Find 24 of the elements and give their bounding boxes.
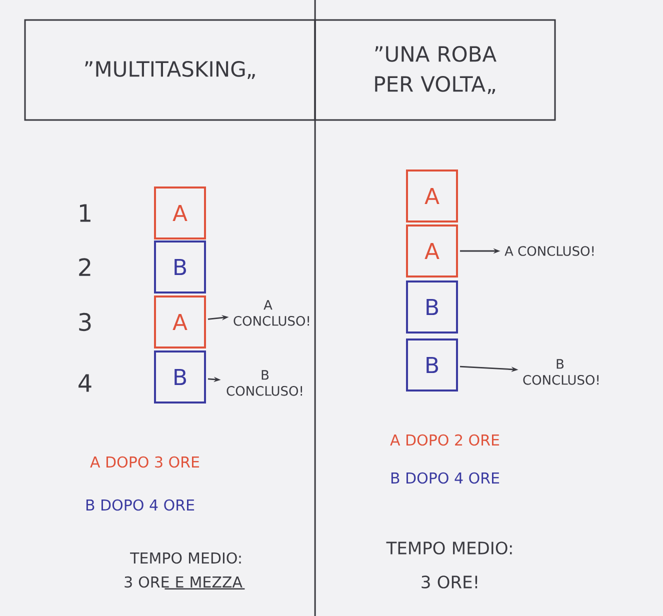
letter-box: A bbox=[154, 296, 206, 348]
step-number: 3 bbox=[79, 312, 91, 332]
title-box: ”MULTITASKING„ bbox=[24, 19, 316, 121]
average-time-note: TEMPO MEDIO: 3 ORE! bbox=[386, 542, 512, 588]
step-number: 4 bbox=[78, 374, 92, 392]
step-number: 2 bbox=[79, 258, 90, 276]
finish-time-note: A DOPO 2 ORE bbox=[390, 434, 500, 446]
letter-box: B bbox=[406, 280, 458, 334]
finish-time-note: B DOPO 4 ORE bbox=[86, 499, 194, 511]
title-box: ”UNA ROBA PER VOLTA„ bbox=[314, 19, 556, 121]
letter-box: A bbox=[406, 170, 458, 222]
letter-box: A bbox=[154, 186, 206, 240]
average-time-note: TEMPO MEDIO: 3 ORE E MEZZA bbox=[124, 552, 245, 590]
letter-box: B bbox=[154, 350, 206, 404]
letter-box: B bbox=[406, 338, 458, 392]
done-note: A CONCLUSO! bbox=[234, 300, 309, 326]
letter-box: B bbox=[154, 240, 206, 294]
step-number: 1 bbox=[80, 204, 90, 222]
finish-time-note: A DOPO 3 ORE bbox=[90, 456, 200, 468]
done-note: B CONCLUSO! bbox=[523, 359, 598, 385]
finish-time-note: B DOPO 4 ORE bbox=[391, 472, 500, 484]
done-note: A CONCLUSO! bbox=[504, 246, 594, 256]
letter-box: A bbox=[406, 224, 458, 278]
done-note: B CONCLUSO! bbox=[226, 370, 302, 396]
